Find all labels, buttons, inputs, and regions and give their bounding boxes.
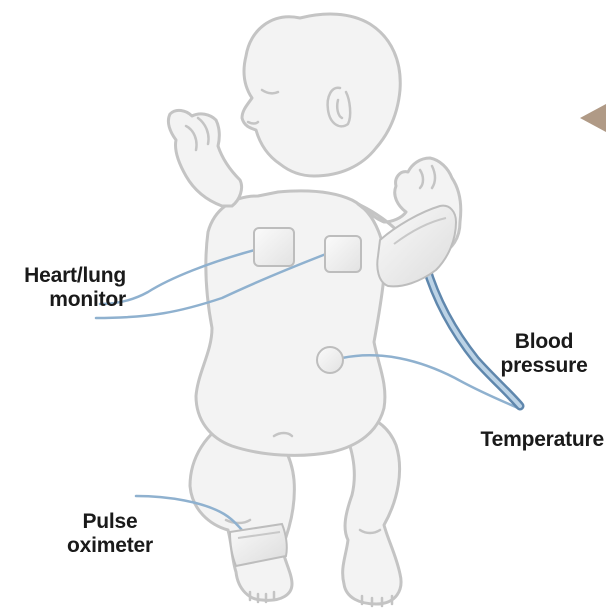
label-temperature-line-1: Temperature (460, 428, 604, 452)
label-heart-lung-monitor: Heart/lung monitor (4, 264, 126, 312)
baby-outline (168, 14, 460, 604)
label-blood-pressure-line-2: pressure (482, 354, 606, 378)
label-pulse-oximeter-line-1: Pulse (50, 510, 170, 534)
label-heart-lung-line-1: Heart/lung (4, 264, 126, 288)
baby-head (242, 14, 400, 176)
label-temperature: Temperature (460, 428, 604, 452)
label-blood-pressure: Blood pressure (482, 330, 606, 378)
label-heart-lung-line-2: monitor (4, 288, 126, 312)
label-pulse-oximeter: Pulse oximeter (50, 510, 170, 558)
label-blood-pressure-line-1: Blood (482, 330, 606, 354)
pointer-arrow-icon (580, 104, 606, 132)
heart-lung-pad-1 (254, 228, 294, 266)
label-pulse-oximeter-line-2: oximeter (50, 534, 170, 558)
temperature-probe (317, 347, 343, 373)
heart-lung-pad-2 (325, 236, 361, 272)
